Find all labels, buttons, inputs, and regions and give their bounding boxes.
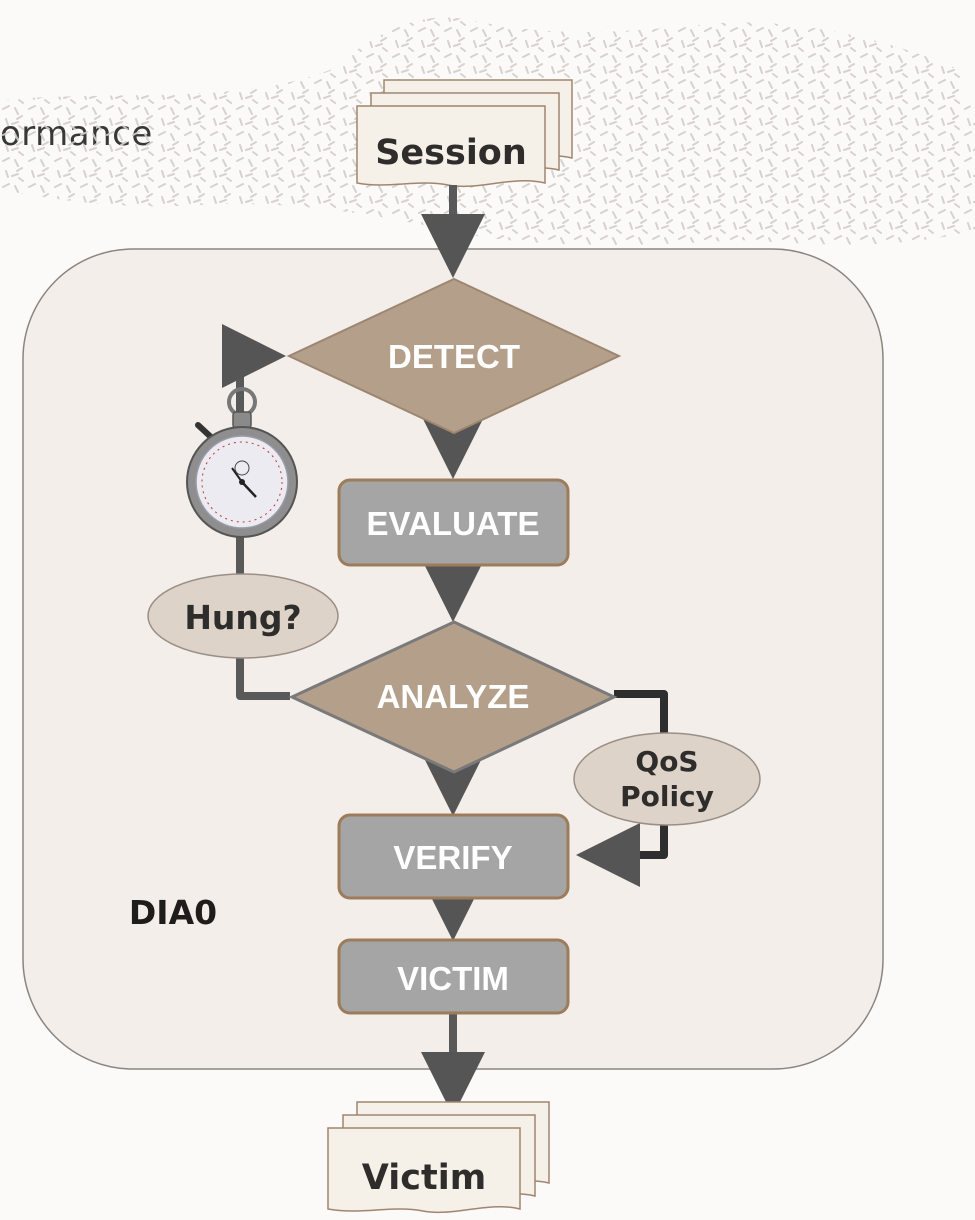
session-document bbox=[356, 79, 573, 188]
detect-label: DETECT bbox=[388, 338, 520, 375]
qos-policy-condition bbox=[573, 732, 761, 826]
stopwatch-icon bbox=[186, 387, 298, 538]
victim-output-label: Victim bbox=[362, 1158, 486, 1198]
evaluate-step bbox=[337, 478, 570, 567]
victim-step bbox=[337, 938, 570, 1015]
analyze-label: ANALYZE bbox=[377, 678, 530, 715]
victim-step-label: VICTIM bbox=[397, 960, 509, 997]
qos-label-line1: QoS bbox=[635, 745, 698, 778]
victim-document bbox=[327, 1101, 550, 1214]
evaluate-label: EVALUATE bbox=[367, 505, 540, 542]
analyze-decision bbox=[288, 620, 618, 774]
hung-condition bbox=[147, 573, 339, 659]
verify-label: VERIFY bbox=[393, 839, 512, 876]
process-name-label: DIA0 bbox=[129, 893, 217, 932]
hung-label: Hung? bbox=[184, 598, 301, 637]
qos-label-line2: Policy bbox=[620, 780, 714, 813]
detect-decision bbox=[286, 277, 622, 435]
verify-step bbox=[337, 813, 570, 900]
session-label: Session bbox=[375, 133, 527, 173]
